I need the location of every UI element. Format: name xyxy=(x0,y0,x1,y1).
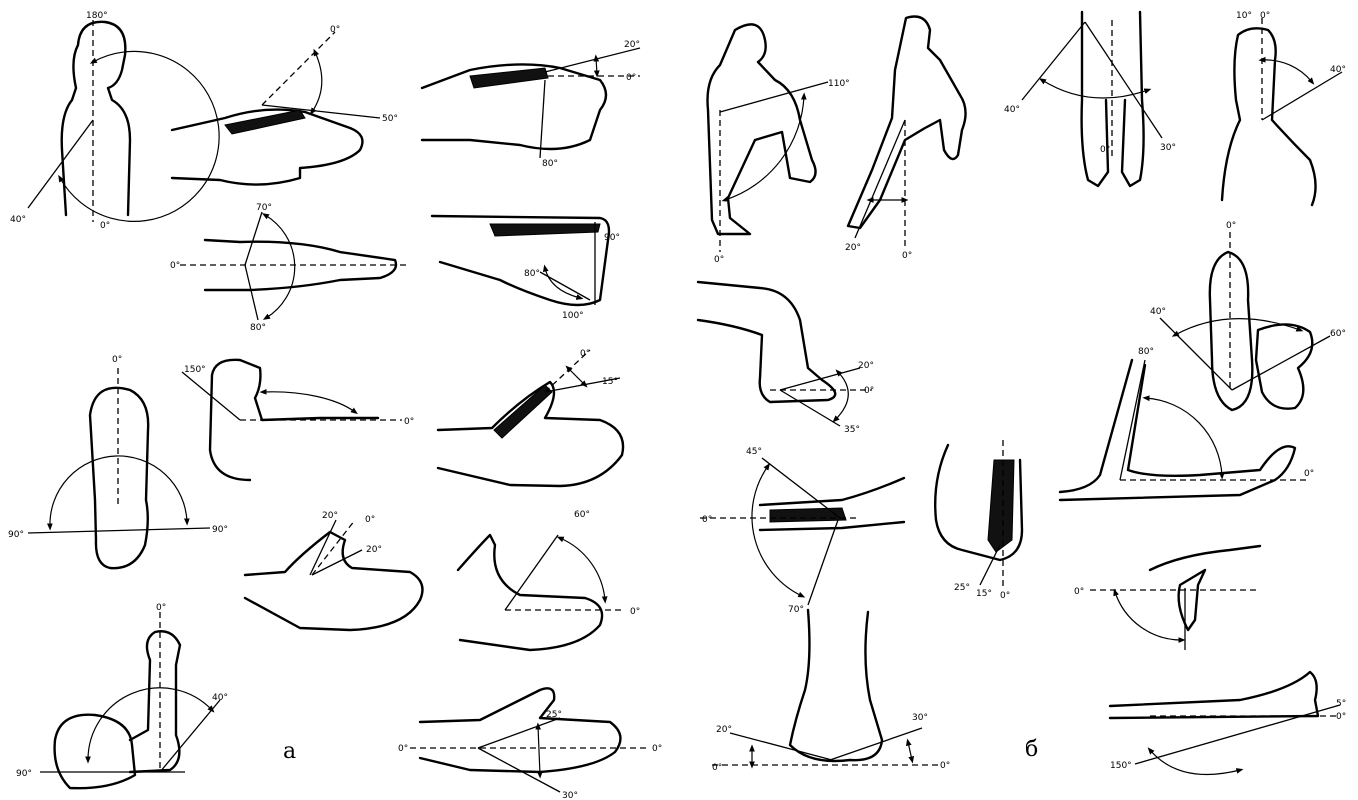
label-toeabd-25: 25° xyxy=(954,583,970,593)
figure-toe-flexion: 45° 0° 70° xyxy=(700,447,904,615)
figure-finger-spread: 20° 0° 20° xyxy=(245,511,422,630)
label-ffront-0b: 0° xyxy=(940,761,950,771)
label-knee-0: 0° xyxy=(1304,469,1314,479)
label-hipext-20: 20° xyxy=(845,243,861,253)
label-armflex-150: 150° xyxy=(184,365,206,375)
figure-wrist-extension: 0° 50° xyxy=(172,25,398,185)
label-finger-80: 80° xyxy=(542,159,558,169)
label-wrist-50: 50° xyxy=(382,114,398,124)
figure-arm-flexion: 150° 0° xyxy=(182,360,414,480)
label-toe-70: 70° xyxy=(788,605,804,615)
label-hipext-0: 0° xyxy=(902,251,912,261)
label-hipflex-110: 110° xyxy=(828,79,850,89)
label-toe-45: 45° xyxy=(746,447,762,457)
label-hipabd-0: 0° xyxy=(1100,145,1110,155)
label-thumb-0: 0° xyxy=(580,349,590,359)
figure-knee-small: 0° xyxy=(1074,546,1260,650)
label-ankle-0: 0° xyxy=(864,386,874,396)
label-ftop-60: 60° xyxy=(1330,329,1346,339)
label-srot-40: 40° xyxy=(212,693,228,703)
figure-thumb-palmar: 60° 0° xyxy=(458,510,640,650)
label-shoulder-180: 180° xyxy=(86,11,108,21)
figure-leg-raise: 5° 0° 150° xyxy=(1110,672,1346,775)
figure-foot-rotation: 10° 0° 40° xyxy=(1222,11,1346,205)
label-ffront-30: 30° xyxy=(912,713,928,723)
label-fist-100: 100° xyxy=(562,311,584,321)
label-frot-10: 10° xyxy=(1236,11,1252,21)
label-tplane-25: 25° xyxy=(546,710,562,720)
label-wrist-0: 0° xyxy=(330,25,340,35)
label-rot-90-left: 90° xyxy=(8,530,24,540)
figure-shoulder-rotation: 0° 40° 90° xyxy=(16,603,228,788)
label-hipflex-0: 0° xyxy=(714,255,724,265)
figure-toe-abduction: 25° 15° 0° xyxy=(935,440,1022,601)
figure-shoulder-side: 180° 40° 0° xyxy=(10,11,219,231)
label-armflex-0: 0° xyxy=(404,417,414,427)
figure-foot-top: 0° 40° 60° xyxy=(1150,221,1346,410)
figure-fist-flexion: 90° 80° 100° xyxy=(432,216,620,321)
figure-hip-flexion: 110° 0° xyxy=(708,24,850,265)
label-hipabd-30: 30° xyxy=(1160,143,1176,153)
label-finger-20: 20° xyxy=(624,40,640,50)
label-ffront-0a: 0° xyxy=(712,763,722,773)
label-dev-80: 80° xyxy=(250,323,266,333)
figure-foot-front: 20° 30° 0° 0° xyxy=(712,610,950,773)
label-palmar-60: 60° xyxy=(574,510,590,520)
label-ftop-0: 0° xyxy=(1226,221,1236,231)
figure-forearm-rotation: 0° 90° 90° xyxy=(8,355,228,568)
label-ankle-35: 35° xyxy=(844,425,860,435)
label-shoulder-0: 0° xyxy=(100,221,110,231)
figure-thumb-abduction: 0° 15° xyxy=(438,349,623,486)
label-shoulder-40: 40° xyxy=(10,215,26,225)
figure-ankle: 20° 0° 35° xyxy=(698,282,874,435)
label-tplane-0a: 0° xyxy=(398,744,408,754)
figure-hip-abduction: 40° 30° 0° xyxy=(1004,12,1176,186)
label-knees-0: 0° xyxy=(1074,587,1084,597)
label-finger-0: 0° xyxy=(626,73,636,83)
label-frot-40: 40° xyxy=(1330,65,1346,75)
label-tplane-30: 30° xyxy=(562,791,578,800)
label-srot-0: 0° xyxy=(156,603,166,613)
label-ftop-40: 40° xyxy=(1150,307,1166,317)
figure-hand-deviation: 70° 0° 80° xyxy=(170,203,410,333)
label-slr-5: 5° xyxy=(1336,699,1346,709)
label-rot-90-right: 90° xyxy=(212,525,228,535)
label-palmar-0: 0° xyxy=(630,607,640,617)
panel-label-b: б xyxy=(1025,737,1038,762)
label-ankle-20: 20° xyxy=(858,361,874,371)
label-dev-0: 0° xyxy=(170,261,180,271)
label-rot-0: 0° xyxy=(112,355,122,365)
label-fist-80: 80° xyxy=(524,269,540,279)
label-frot-0: 0° xyxy=(1260,11,1270,21)
label-fist-90: 90° xyxy=(604,233,620,243)
label-ffront-20: 20° xyxy=(716,725,732,735)
figure-knee: 80° 0° xyxy=(1060,347,1314,500)
label-thumb-15: 15° xyxy=(602,377,618,387)
figure-thumb-plane: 0° 25° 0° 30° xyxy=(398,688,662,800)
label-toeabd-0: 0° xyxy=(1000,591,1010,601)
label-hipabd-40: 40° xyxy=(1004,105,1020,115)
label-toe-0: 0° xyxy=(702,515,712,525)
figure-hip-extension: 20° 0° xyxy=(845,17,966,262)
label-spread-20b: 20° xyxy=(366,545,382,555)
label-slr-0: 0° xyxy=(1336,712,1346,722)
label-dev-70: 70° xyxy=(256,203,272,213)
label-srot-90: 90° xyxy=(16,769,32,779)
label-spread-20a: 20° xyxy=(322,511,338,521)
label-tplane-0b: 0° xyxy=(652,744,662,754)
label-knee-80: 80° xyxy=(1138,347,1154,357)
label-spread-0: 0° xyxy=(365,515,375,525)
label-slr-150: 150° xyxy=(1110,761,1132,771)
label-toeabd-15: 15° xyxy=(976,589,992,599)
figure-finger-flexion: 20° 0° 80° xyxy=(422,40,640,169)
panel-label-a: а xyxy=(283,739,296,764)
